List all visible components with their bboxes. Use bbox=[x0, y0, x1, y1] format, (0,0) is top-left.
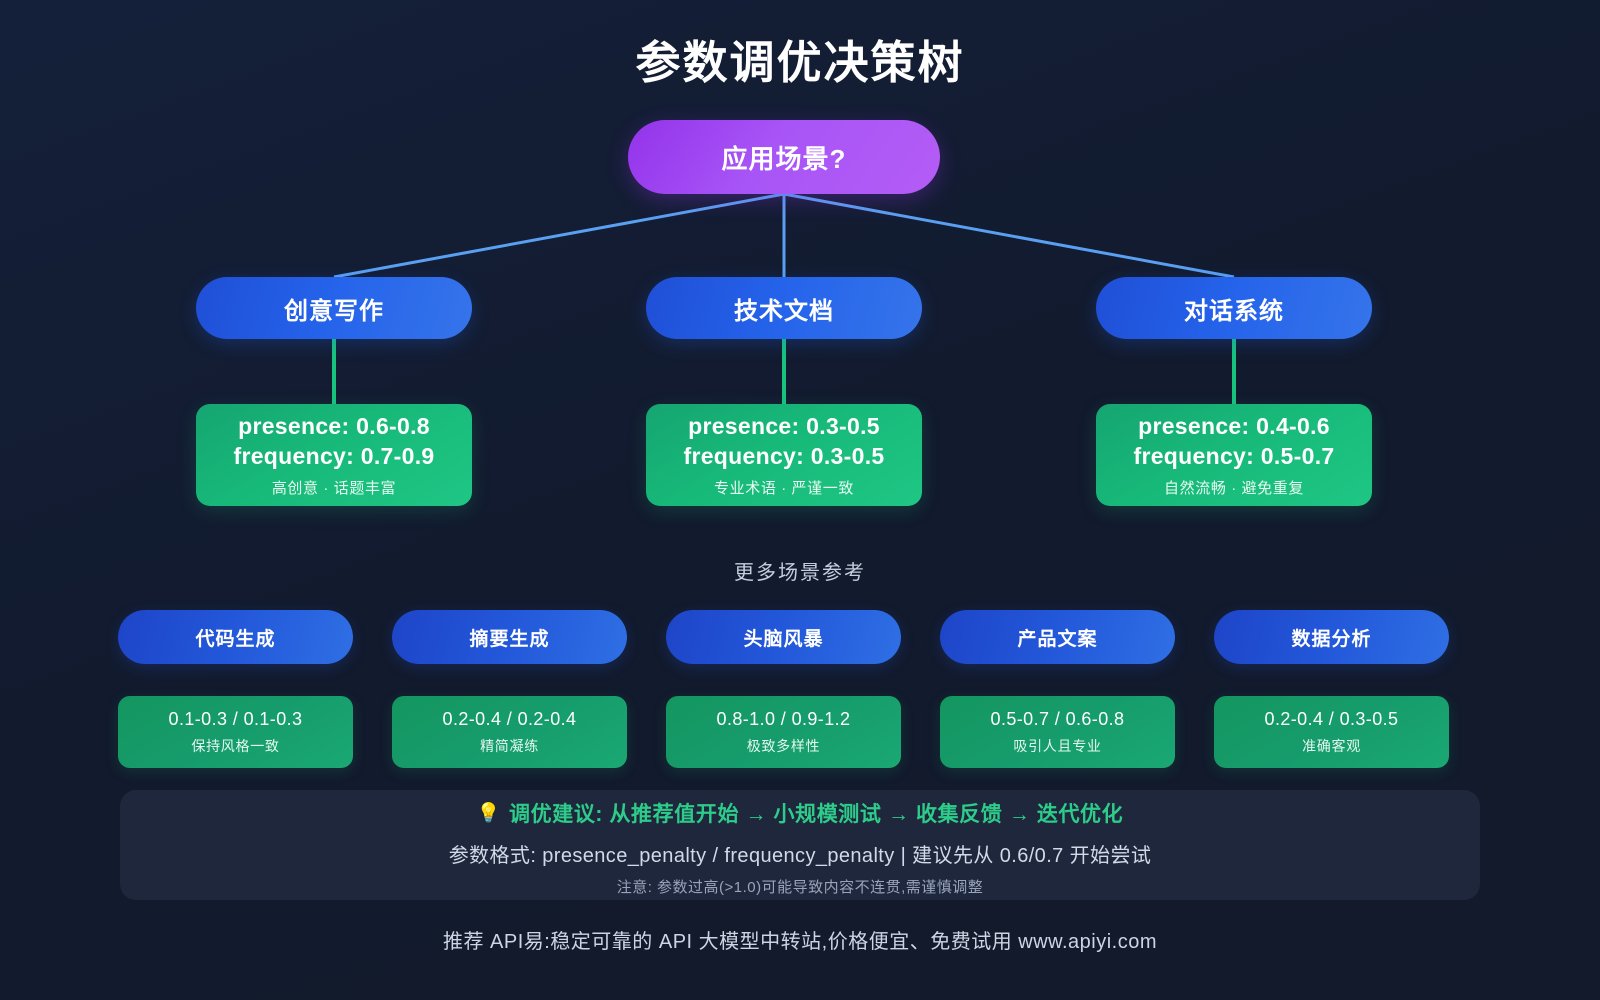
result-frequency-value: frequency: 0.3-0.5 bbox=[683, 442, 885, 469]
result-note: 高创意 · 话题丰富 bbox=[271, 479, 397, 497]
scenario-note: 吸引人且专业 bbox=[1013, 738, 1102, 755]
scenario-column-data-analysis: 数据分析 0.2-0.4 / 0.3-0.5 准确客观 bbox=[1214, 610, 1449, 768]
tip-format-text: 参数格式: presence_penalty / frequency_penal… bbox=[448, 844, 1152, 867]
tip-box: 💡 调优建议: 从推荐值开始 → 小规模测试 → 收集反馈 → 迭代优化 参数格… bbox=[120, 790, 1480, 900]
branch-node-dialogue-system[interactable]: 对话系统 bbox=[1096, 277, 1372, 339]
branch-node-label: 创意写作 bbox=[284, 297, 384, 325]
result-card-technical-doc[interactable]: presence: 0.3-0.5 frequency: 0.3-0.5 专业术… bbox=[646, 404, 922, 506]
scenario-label: 产品文案 bbox=[1017, 628, 1098, 650]
result-note: 自然流畅 · 避免重复 bbox=[1164, 479, 1304, 497]
connector-root-to-branch-2 bbox=[783, 192, 1235, 279]
tip-recommendation-text: 调优建议: 从推荐值开始 → 小规模测试 → 收集反馈 → 迭代优化 bbox=[509, 802, 1124, 826]
result-presence-value: presence: 0.3-0.5 bbox=[688, 413, 880, 440]
scenario-header[interactable]: 代码生成 bbox=[118, 610, 353, 664]
result-card-dialogue-system[interactable]: presence: 0.4-0.6 frequency: 0.5-0.7 自然流… bbox=[1096, 404, 1372, 506]
tip-warning-text: 注意: 参数过高(>1.0)可能导致内容不连贯,需谨慎调整 bbox=[616, 878, 984, 896]
tip-recommendation-line: 💡 调优建议: 从推荐值开始 → 小规模测试 → 收集反馈 → 迭代优化 bbox=[477, 798, 1124, 828]
scenario-label: 数据分析 bbox=[1291, 628, 1372, 650]
scenario-header[interactable]: 产品文案 bbox=[940, 610, 1175, 664]
root-node-label: 应用场景? bbox=[721, 143, 847, 174]
lightbulb-icon: 💡 bbox=[476, 802, 502, 824]
scenario-label: 摘要生成 bbox=[469, 628, 550, 650]
scenario-note: 精简凝练 bbox=[480, 738, 539, 755]
branch-node-label: 对话系统 bbox=[1184, 297, 1284, 325]
scenario-note: 准确客观 bbox=[1302, 738, 1361, 755]
more-scenarios-title: 更多场景参考 bbox=[734, 562, 866, 584]
root-node-application-scenario[interactable]: 应用场景? bbox=[628, 120, 940, 194]
branch-node-creative-writing[interactable]: 创意写作 bbox=[196, 277, 472, 339]
page-title: 参数调优决策树 bbox=[635, 37, 965, 88]
scenario-values: 0.2-0.4 / 0.3-0.5 bbox=[1264, 708, 1399, 729]
scenario-column-code-generation: 代码生成 0.1-0.3 / 0.1-0.3 保持风格一致 bbox=[118, 610, 353, 768]
scenario-column-product-copy: 产品文案 0.5-0.7 / 0.6-0.8 吸引人且专业 bbox=[940, 610, 1175, 768]
result-presence-value: presence: 0.6-0.8 bbox=[238, 413, 430, 440]
scenario-body[interactable]: 0.1-0.3 / 0.1-0.3 保持风格一致 bbox=[118, 696, 353, 768]
result-presence-value: presence: 0.4-0.6 bbox=[1138, 413, 1330, 440]
scenario-values: 0.2-0.4 / 0.2-0.4 bbox=[442, 708, 577, 729]
scenario-values: 0.8-1.0 / 0.9-1.2 bbox=[716, 708, 851, 729]
scenario-header[interactable]: 数据分析 bbox=[1214, 610, 1449, 664]
branch-node-technical-doc[interactable]: 技术文档 bbox=[646, 277, 922, 339]
branch-node-label: 技术文档 bbox=[734, 297, 834, 325]
result-note: 专业术语 · 严谨一致 bbox=[714, 479, 854, 497]
scenario-note: 保持风格一致 bbox=[191, 738, 280, 755]
connector-root-to-branch-0 bbox=[333, 192, 785, 279]
scenario-body[interactable]: 0.2-0.4 / 0.3-0.5 准确客观 bbox=[1214, 696, 1449, 768]
scenario-header[interactable]: 摘要生成 bbox=[392, 610, 627, 664]
scenario-values: 0.1-0.3 / 0.1-0.3 bbox=[168, 708, 303, 729]
scenario-header[interactable]: 头脑风暴 bbox=[666, 610, 901, 664]
scenario-column-brainstorming: 头脑风暴 0.8-1.0 / 0.9-1.2 极致多样性 bbox=[666, 610, 901, 768]
scenario-body[interactable]: 0.8-1.0 / 0.9-1.2 极致多样性 bbox=[666, 696, 901, 768]
result-frequency-value: frequency: 0.7-0.9 bbox=[233, 442, 435, 469]
scenario-column-summary-generation: 摘要生成 0.2-0.4 / 0.2-0.4 精简凝练 bbox=[392, 610, 627, 768]
result-frequency-value: frequency: 0.5-0.7 bbox=[1133, 442, 1335, 469]
scenario-label: 代码生成 bbox=[195, 628, 276, 650]
scenario-values: 0.5-0.7 / 0.6-0.8 bbox=[990, 708, 1125, 729]
scenario-body[interactable]: 0.2-0.4 / 0.2-0.4 精简凝练 bbox=[392, 696, 627, 768]
footer-promo-text: 推荐 API易:稳定可靠的 API 大模型中转站,价格便宜、免费试用 www.a… bbox=[442, 931, 1158, 953]
scenario-label: 头脑风暴 bbox=[743, 628, 824, 650]
scenario-body[interactable]: 0.5-0.7 / 0.6-0.8 吸引人且专业 bbox=[940, 696, 1175, 768]
result-card-creative-writing[interactable]: presence: 0.6-0.8 frequency: 0.7-0.9 高创意… bbox=[196, 404, 472, 506]
scenario-note: 极致多样性 bbox=[746, 738, 821, 755]
